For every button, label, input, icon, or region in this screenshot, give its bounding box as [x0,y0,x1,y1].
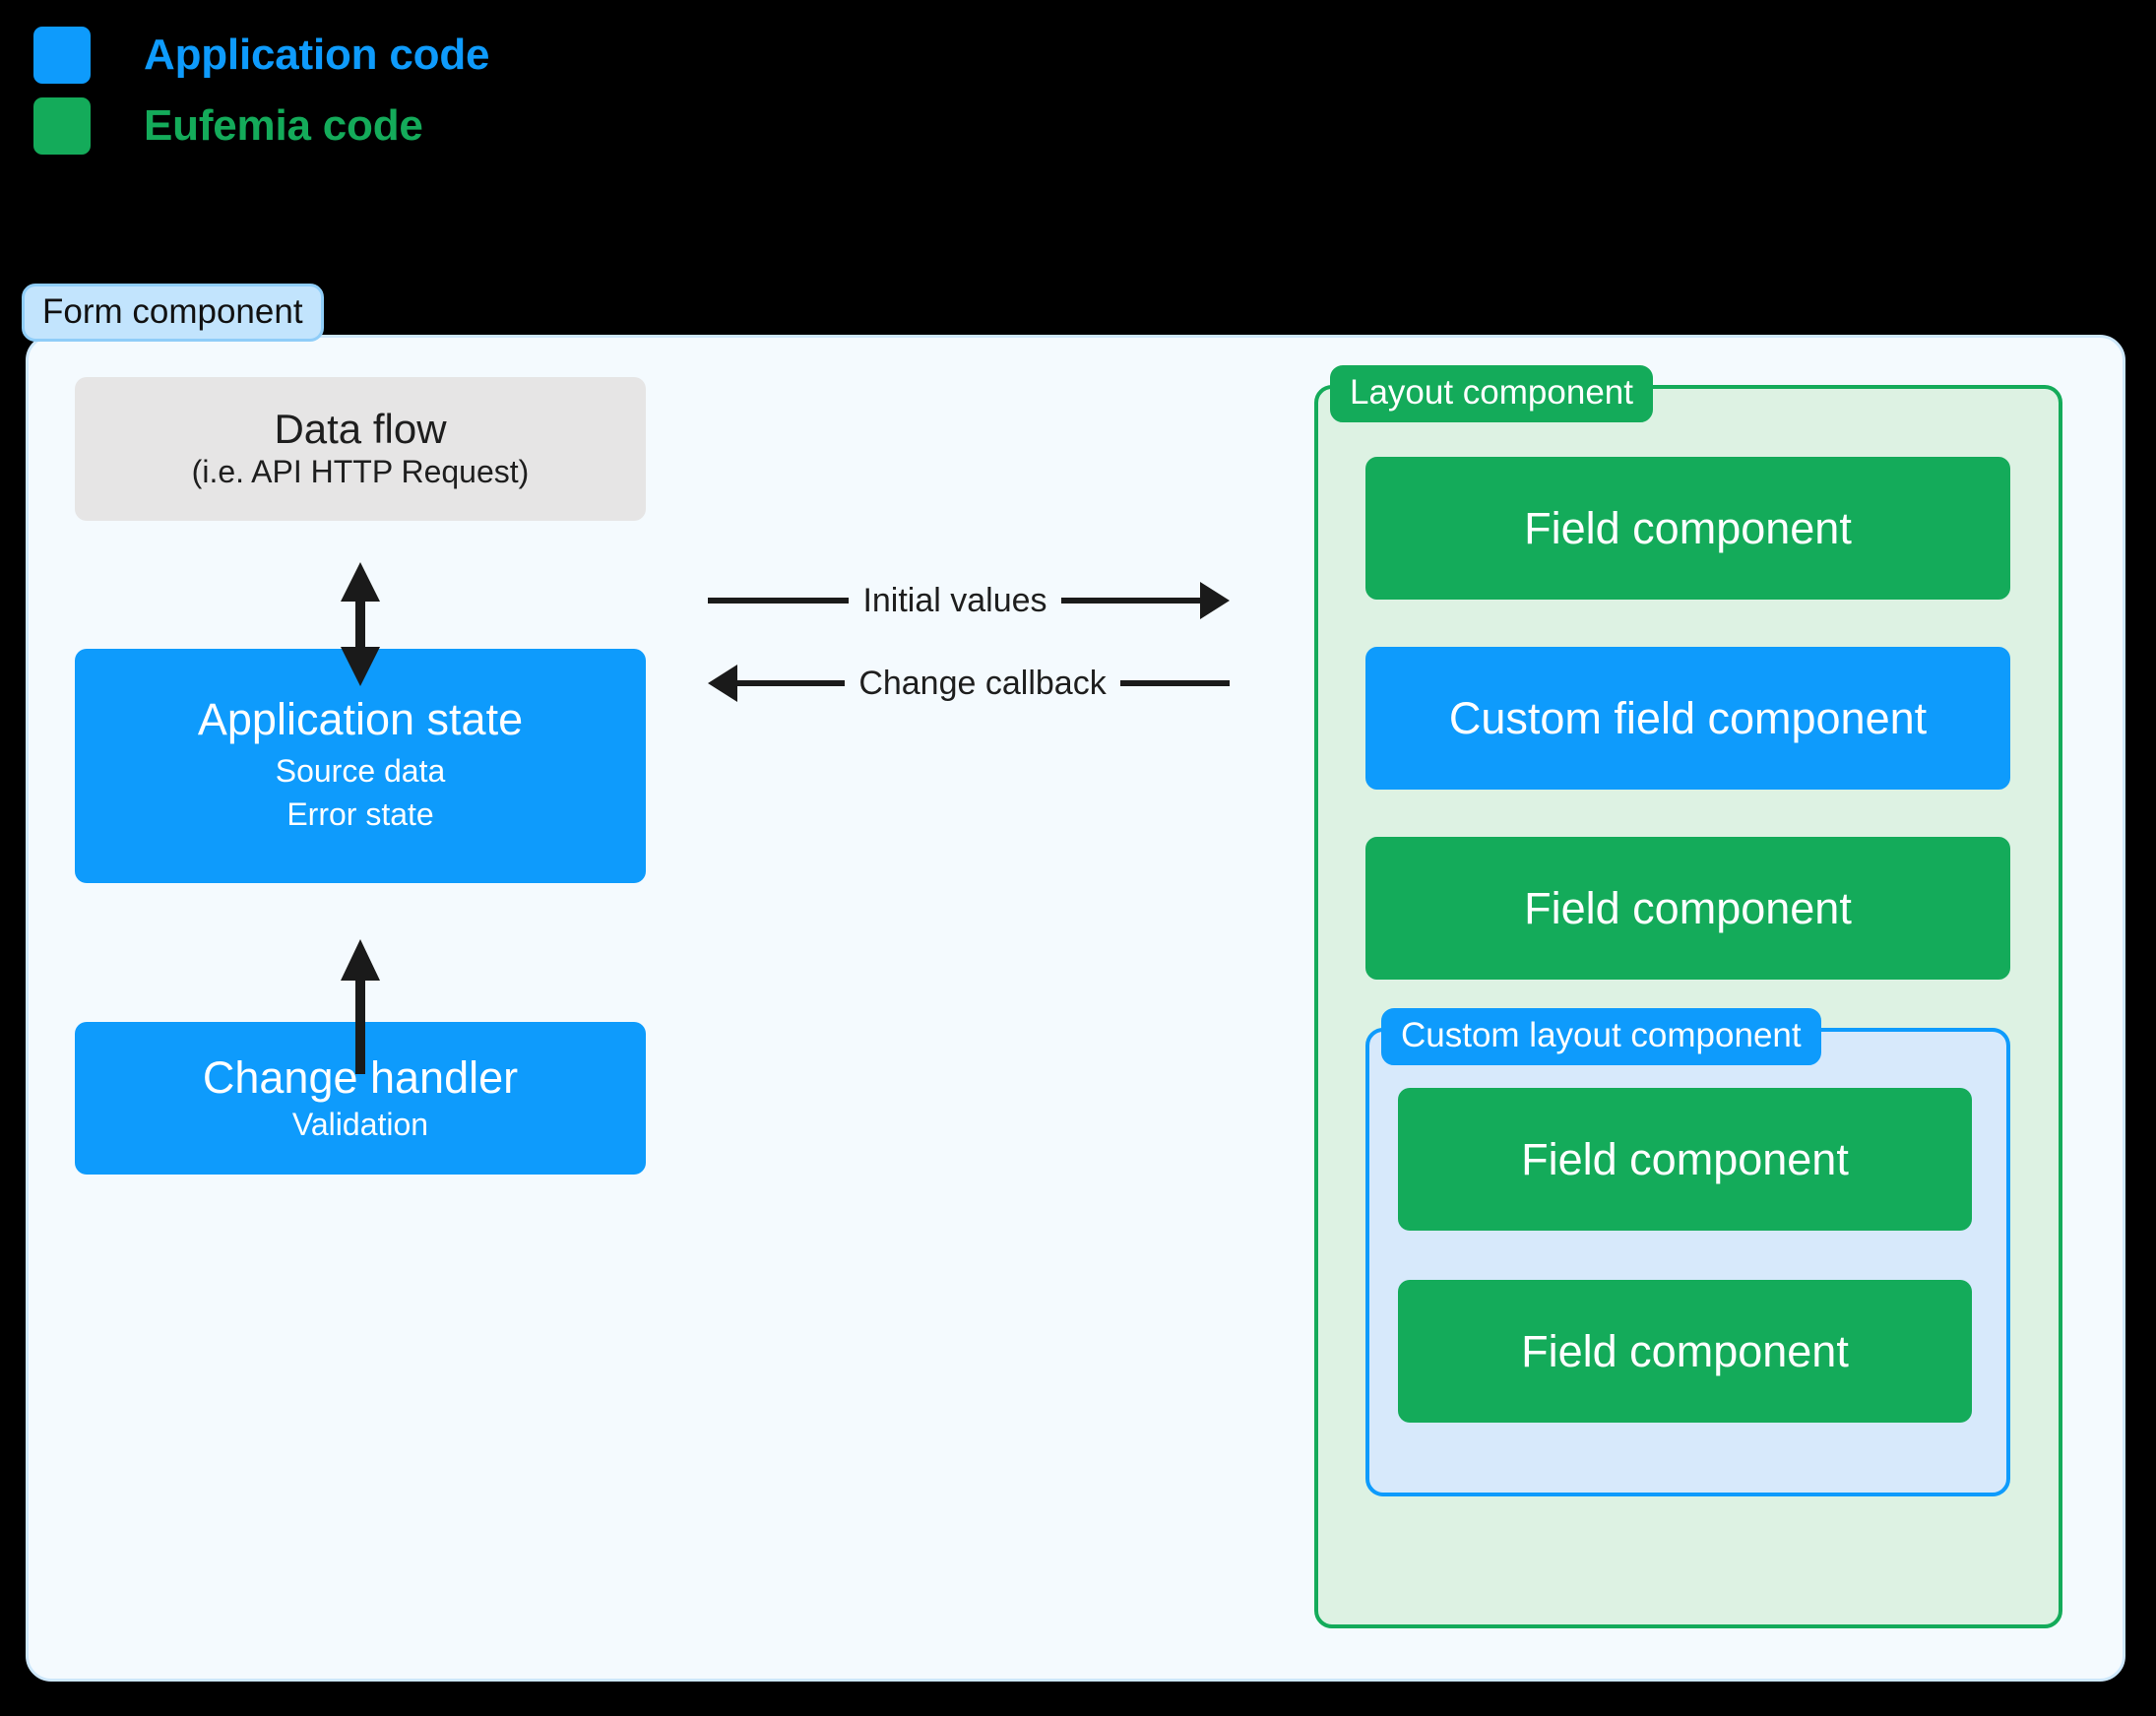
form-component-container: Data flow (i.e. API HTTP Request) Applic… [26,335,2125,1682]
legend-item-eufemia-code: Eufemia code [33,91,723,161]
field-component-box: Field component [1365,837,2010,980]
arrow-line-right-segment [1119,680,1231,686]
custom-layout-field-stack: Field component Field component [1398,1088,1972,1423]
legend-item-application-code: Application code [33,20,723,91]
application-state-line-error-state: Error state [286,795,434,832]
initial-values-arrow: Initial values [708,559,1231,642]
spacer [1365,600,2010,647]
change-callback-arrow: Change callback [708,642,1231,725]
spacer [1398,1231,1972,1280]
legend-swatch-green-icon [33,97,91,155]
middle-arrows: Initial values Change callback [708,559,1231,725]
custom-field-component-box: Custom field component [1365,647,2010,790]
layout-component-pill-label: Layout component [1330,365,1653,422]
legend-label-eufemia-code: Eufemia code [144,101,423,150]
data-flow-box: Data flow (i.e. API HTTP Request) [75,377,646,521]
bidirectional-vertical-arrow-icon [75,560,646,688]
arrow-line-left-segment [708,598,850,604]
arrow-head-right-icon [1200,582,1231,619]
custom-layout-component-container: Custom layout component Field component … [1365,1008,2010,1496]
data-flow-subtitle: (i.e. API HTTP Request) [191,454,530,490]
up-arrow-icon [75,937,646,1076]
legend-swatch-blue-icon [33,27,91,84]
arrow-line-left-segment [735,680,846,686]
left-column: Data flow (i.e. API HTTP Request) Applic… [75,377,646,1175]
application-state-line-source-data: Source data [275,753,446,790]
layout-component-field-stack: Field component Custom field component F… [1365,457,2010,1496]
form-component-pill-label: Form component [22,284,324,342]
field-component-box: Field component [1398,1280,1972,1423]
layout-component-container: Layout component Field component Custom … [1314,365,2062,1628]
arrow-head-left-icon [708,665,737,702]
application-state-box: Application state Source data Error stat… [75,649,646,883]
change-handler-subtitle: Validation [291,1106,429,1142]
custom-layout-component-pill-label: Custom layout component [1381,1008,1821,1065]
application-state-title: Application state [197,694,524,745]
legend: Application code Eufemia code [33,20,723,161]
data-flow-title: Data flow [274,406,447,453]
spacer [1365,790,2010,837]
initial-values-label: Initial values [862,582,1047,619]
change-callback-label: Change callback [858,665,1107,702]
arrow-line-right-segment [1060,598,1203,604]
legend-label-application-code: Application code [144,31,490,79]
field-component-box: Field component [1398,1088,1972,1231]
field-component-box: Field component [1365,457,2010,600]
